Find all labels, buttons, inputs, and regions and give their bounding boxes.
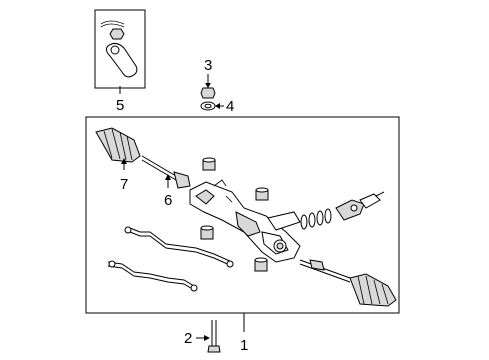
callout-7: 7 [120,176,128,193]
arrow-3 [205,83,211,88]
callout-1: 1 [240,337,248,354]
left-boot [95,127,141,163]
hydraulic-lines [107,226,234,292]
rack-housing [189,179,301,263]
callout-3: 3 [204,57,212,74]
bolt [207,320,221,353]
castle-nut [109,28,125,40]
callout-2: 2 [184,330,192,347]
pinion-assembly [267,191,385,231]
tie-rod-end-group [94,9,146,89]
steering-gear-box [85,116,400,314]
arrow-4 [215,103,220,109]
right-tie-rod [299,259,351,283]
inner-tie-rod [141,155,191,189]
callout-6: 6 [164,192,172,209]
tie-rod-end-ball [110,45,120,55]
callout-4: 4 [226,98,234,115]
right-boot [349,273,397,307]
callout-5: 5 [116,97,124,114]
nut [200,87,216,99]
cotter-pin [100,20,125,28]
